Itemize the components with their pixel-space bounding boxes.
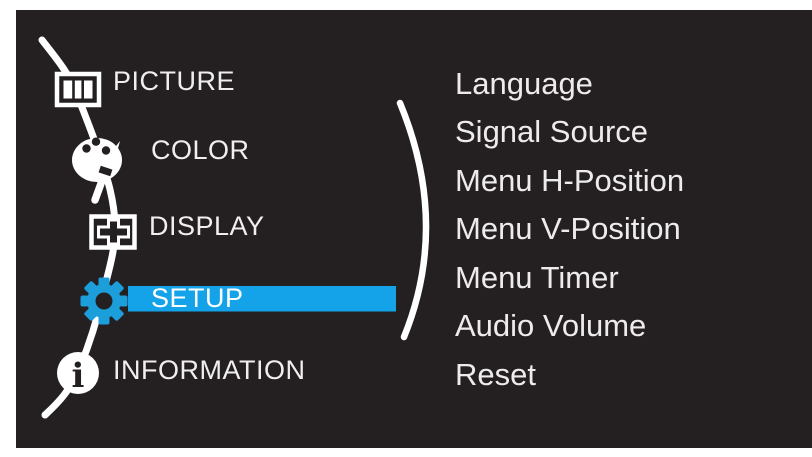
picture-icon xyxy=(54,71,102,108)
osd-panel: i PICTURE COLOR DISPLAY SETUP INFORMATIO… xyxy=(16,10,812,448)
active-highlight xyxy=(128,286,396,312)
sidebar-item-picture[interactable]: PICTURE xyxy=(113,66,236,96)
submenu-item-audio-volume[interactable]: Audio Volume xyxy=(455,308,647,343)
submenu-item-language[interactable]: Language xyxy=(455,65,593,101)
sidebar-item-display[interactable]: DISPLAY xyxy=(149,211,265,241)
info-icon: i xyxy=(57,352,99,396)
osd-decor-layer: i xyxy=(38,36,430,419)
sidebar-item-color[interactable]: COLOR xyxy=(151,135,250,165)
sidebar-item-setup[interactable]: SETUP xyxy=(151,283,244,313)
sidebar-item-information[interactable]: INFORMATION xyxy=(113,355,306,385)
submenu-item-menu-h-position[interactable]: Menu H-Position xyxy=(455,162,685,198)
divider-arc xyxy=(396,99,430,341)
display-icon xyxy=(89,214,137,250)
palette-icon xyxy=(72,137,122,204)
gear-icon xyxy=(80,277,128,325)
submenu-item-menu-timer[interactable]: Menu Timer xyxy=(455,259,619,295)
submenu-item-reset[interactable]: Reset xyxy=(455,356,536,392)
submenu-item-signal-source[interactable]: Signal Source xyxy=(455,114,649,149)
submenu-item-menu-v-position[interactable]: Menu V-Position xyxy=(455,211,681,246)
svg-text:i: i xyxy=(72,356,85,396)
setup-submenu: Language Signal Source Menu H-Position M… xyxy=(455,68,684,408)
